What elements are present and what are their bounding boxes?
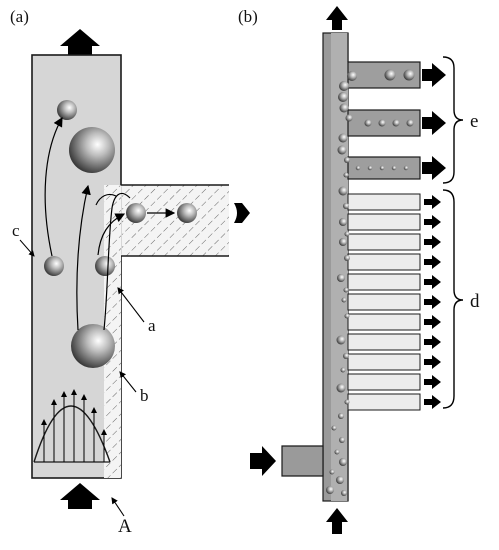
panel-a-label: (a) [10,7,29,26]
leader-b [119,371,137,393]
panel-b: (b) [238,6,480,534]
label-e: e [470,111,478,132]
brace-e [442,56,464,184]
branch-junction [104,186,121,256]
main-channel-b-inner [331,33,348,501]
velocity-profile [33,389,111,463]
label-d: d [470,291,480,312]
outlet-particles [355,69,415,171]
side-branch-walls [121,184,229,257]
side-branch [104,185,229,478]
leader-a [117,287,145,323]
label-c: c [12,221,20,240]
trajectory-c [44,116,63,257]
particle-branch-1 [126,203,146,223]
particle-large-upper [69,127,115,173]
panel-a: (a) [10,7,250,537]
inflow-arrow-bottom [60,483,100,509]
leader-A [111,497,125,517]
lower-outlets [347,193,421,411]
particle-branch-2 [177,203,197,223]
brace-d [442,189,464,409]
trajectory-near-wall [103,193,131,331]
inlet-channel [281,445,324,477]
inlet-arrow [250,446,276,476]
outflow-arrow-top [60,29,100,55]
outlet-arrows [422,63,446,409]
particle-small-top [57,100,77,120]
channel-particles [326,71,357,496]
upper-outlets [347,61,421,180]
leader-c [19,239,35,257]
particle-small-mid [95,256,115,276]
particle-large-lower [71,324,115,368]
label-A: A [118,516,132,537]
trajectory-large [76,184,91,331]
label-b: b [140,386,149,405]
outflow-arrow-top-b [326,6,348,30]
inflow-arrow-bottom-b [326,508,348,534]
particle-small-left [44,256,64,276]
trajectory-to-branch [97,213,126,256]
label-a: a [148,316,156,335]
trajectory-mid-up [95,193,117,206]
panel-b-label: (b) [238,7,258,26]
branch-outlet-arrow [234,203,250,223]
